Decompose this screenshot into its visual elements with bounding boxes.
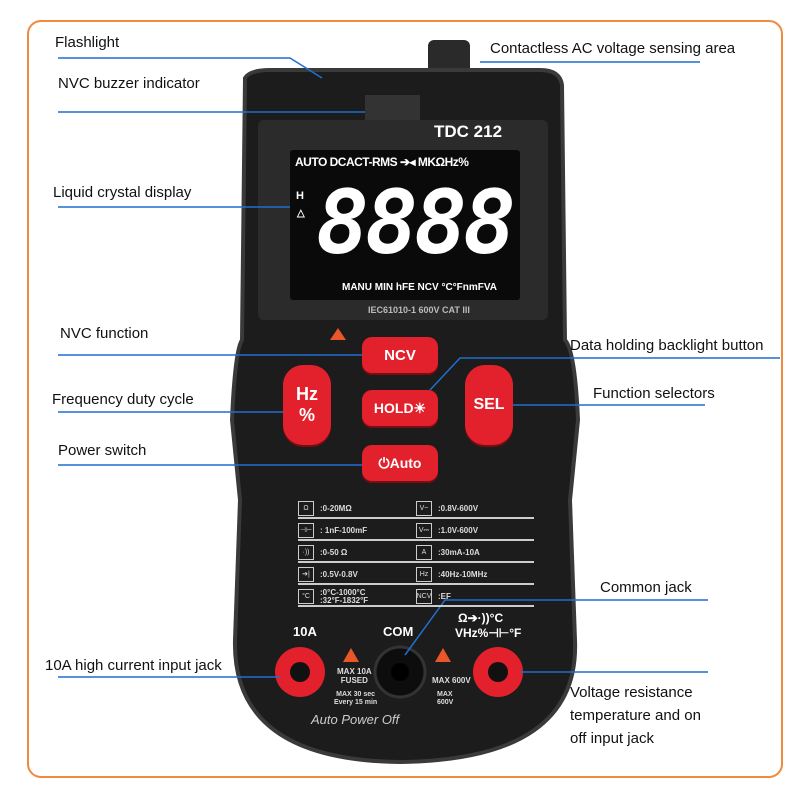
spec-icon: ➔| xyxy=(298,567,314,582)
spec-row: Ω :0-20MΩ xyxy=(298,500,416,519)
callout-lines xyxy=(58,57,780,678)
spec-row: Hz :40Hz-10MHz xyxy=(416,566,534,585)
lcd-top-annunciators: AUTO DCACT-RMS ➔◂ MKΩHz% xyxy=(295,155,469,169)
spec-range: :0°C-1000°C :32°F-1832°F xyxy=(320,587,369,605)
spec-range: :0.8V-600V xyxy=(438,503,479,513)
spec-icon: Ω xyxy=(298,501,314,516)
sel-button[interactable]: SEL xyxy=(465,365,513,445)
right-warning: MAX 600V xyxy=(432,676,471,685)
spec-range: :0-20MΩ xyxy=(320,503,352,513)
frame xyxy=(27,20,783,778)
jack-com-label: COM xyxy=(383,624,414,639)
lcd-screen xyxy=(290,150,520,300)
spec-range: :EF xyxy=(438,591,451,601)
spec-icon: °C xyxy=(298,589,314,604)
hz-label: Hz xyxy=(296,384,318,404)
spec-icon: NCV xyxy=(416,589,432,604)
left-warning: MAX 10A FUSED xyxy=(337,667,372,685)
spec-row: ➔| :0.5V-0.8V xyxy=(298,566,416,585)
spec-row: °C :0°C-1000°C :32°F-1832°F xyxy=(298,588,416,607)
spec-row: V~ :0.8V-600V xyxy=(416,500,534,519)
auto-power-off-label: Auto Power Off xyxy=(311,712,400,727)
spec-range: :40Hz-10MHz xyxy=(438,569,488,579)
callout-voltage-2: temperature and on xyxy=(570,707,701,724)
spec-range: :1.0V-600V xyxy=(438,525,479,535)
lcd-delta-icon: △ xyxy=(297,208,305,219)
spec-icon: Hz xyxy=(416,567,432,582)
spec-row: A :30mA-10A xyxy=(416,544,534,563)
hold-button[interactable]: HOLD☀ xyxy=(362,390,438,426)
spec-list: Ω :0-20MΩ V~ :0.8V-600V ⊣⊢ : 1nF-100mF V⎓ :1.0V… xyxy=(298,500,534,607)
left-note: MAX 30 sec Every 15 min xyxy=(334,691,378,706)
lcd-hold-icon: H xyxy=(296,190,304,202)
spec-icon: V⎓ xyxy=(416,523,432,538)
spec-range: :0.5V-0.8V xyxy=(320,569,358,579)
callout-flashlight: Flashlight xyxy=(55,34,120,51)
callout-hold: Data holding backlight button xyxy=(570,337,764,354)
jacks xyxy=(275,645,523,699)
lcd-digits: 8888 xyxy=(316,171,516,274)
callout-voltage-1: Voltage resistance xyxy=(570,684,693,701)
spec-icon: A xyxy=(416,545,432,560)
callout-10a: 10A high current input jack xyxy=(45,657,222,674)
spec-icon: V~ xyxy=(416,501,432,516)
warning-icon xyxy=(330,328,346,340)
spec-icon: ·)) xyxy=(298,545,314,560)
callout-lcd: Liquid crystal display xyxy=(53,184,192,201)
spec-range: : 1nF-100mF xyxy=(320,525,368,535)
spec-row: V⎓ :1.0V-600V xyxy=(416,522,534,541)
hz-button[interactable]: Hz% xyxy=(283,365,331,445)
spec-icon: ⊣⊢ xyxy=(298,523,314,538)
standard-label: IEC61010-1 600V CAT III xyxy=(368,305,470,315)
percent-label: % xyxy=(298,405,315,425)
callout-selectors: Function selectors xyxy=(593,385,715,402)
callout-power: Power switch xyxy=(58,442,147,459)
buzzer-window xyxy=(365,95,420,120)
model-label: TDC 212 xyxy=(434,122,503,141)
spec-row: ⊣⊢ : 1nF-100mF xyxy=(298,522,416,541)
callout-nvc-function: NVC function xyxy=(60,325,149,342)
spec-row: ·)) :0-50 Ω xyxy=(298,544,416,563)
callout-voltage-3: off input jack xyxy=(570,730,654,747)
callout-nvc-buzzer: NVC buzzer indicator xyxy=(58,75,200,92)
right-note: MAX 600V xyxy=(437,691,454,706)
jack-voltage-label-2: VHz%⊣⊢°F xyxy=(455,626,522,640)
jack-voltage-label-1: Ω➔·))°C xyxy=(458,611,504,625)
spec-range: :0-50 Ω xyxy=(320,547,348,557)
lcd-bottom-annunciators: MANU MIN hFE NCV °C°FnmFVA xyxy=(342,282,498,293)
callout-common: Common jack xyxy=(600,579,692,596)
power-button[interactable]: ⏻Auto xyxy=(362,445,438,481)
spec-range: :30mA-10A xyxy=(438,547,480,557)
callout-contactless: Contactless AC voltage sensing area xyxy=(490,40,736,57)
ncv-button[interactable]: NCV xyxy=(362,337,438,373)
spec-row: NCV :EF xyxy=(416,588,534,607)
callout-frequency: Frequency duty cycle xyxy=(52,391,194,408)
jack-10a-label: 10A xyxy=(293,624,317,639)
